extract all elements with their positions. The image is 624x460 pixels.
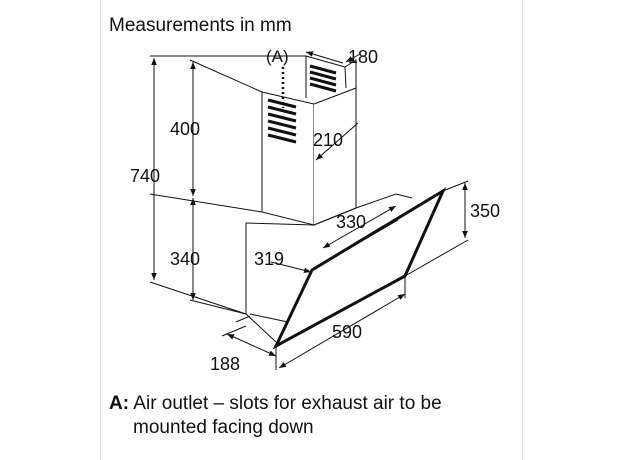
vent-slats-front (267, 98, 297, 144)
vent-slats-top (309, 64, 337, 93)
legend: A: Air outlet – slots for exhaust air to… (109, 392, 509, 440)
dim-label-400: 400 (170, 119, 200, 139)
frame-left-line (100, 0, 101, 460)
legend-line-1: A: Air outlet – slots for exhaust air to… (109, 392, 509, 416)
dim-line-180b (345, 53, 361, 63)
legend-key: A: (109, 393, 130, 414)
dim-label-340: 340 (170, 249, 200, 269)
dim-label-350: 350 (470, 201, 500, 221)
canopy-left-edge (245, 223, 277, 343)
canopy-base (249, 313, 289, 323)
dim-line-210 (315, 122, 359, 161)
chimney-top-rear (305, 55, 357, 98)
dim-label-188: 188 (210, 354, 240, 374)
legend-text-1: Air outlet – slots for exhaust air to be (133, 393, 442, 414)
diagram-title: Measurements in mm (109, 15, 292, 36)
dim-label-740: 740 (130, 166, 160, 186)
dim-line-330 (322, 205, 397, 249)
legend-text-2: mounted facing down (133, 417, 314, 438)
frame-right-line (522, 0, 523, 460)
dim-line-188 (226, 333, 277, 357)
dim-label-180: 180 (348, 47, 378, 67)
legend-line-2: mounted facing down (109, 416, 509, 440)
dim-label-319: 319 (254, 249, 284, 269)
dim-line-180 (305, 51, 344, 64)
dim-line-319 (270, 261, 312, 274)
dim-label-210: 210 (313, 130, 343, 150)
dim-label-330: 330 (336, 212, 366, 232)
dim-label-590: 590 (332, 322, 362, 342)
dim-line-590 (278, 293, 406, 369)
